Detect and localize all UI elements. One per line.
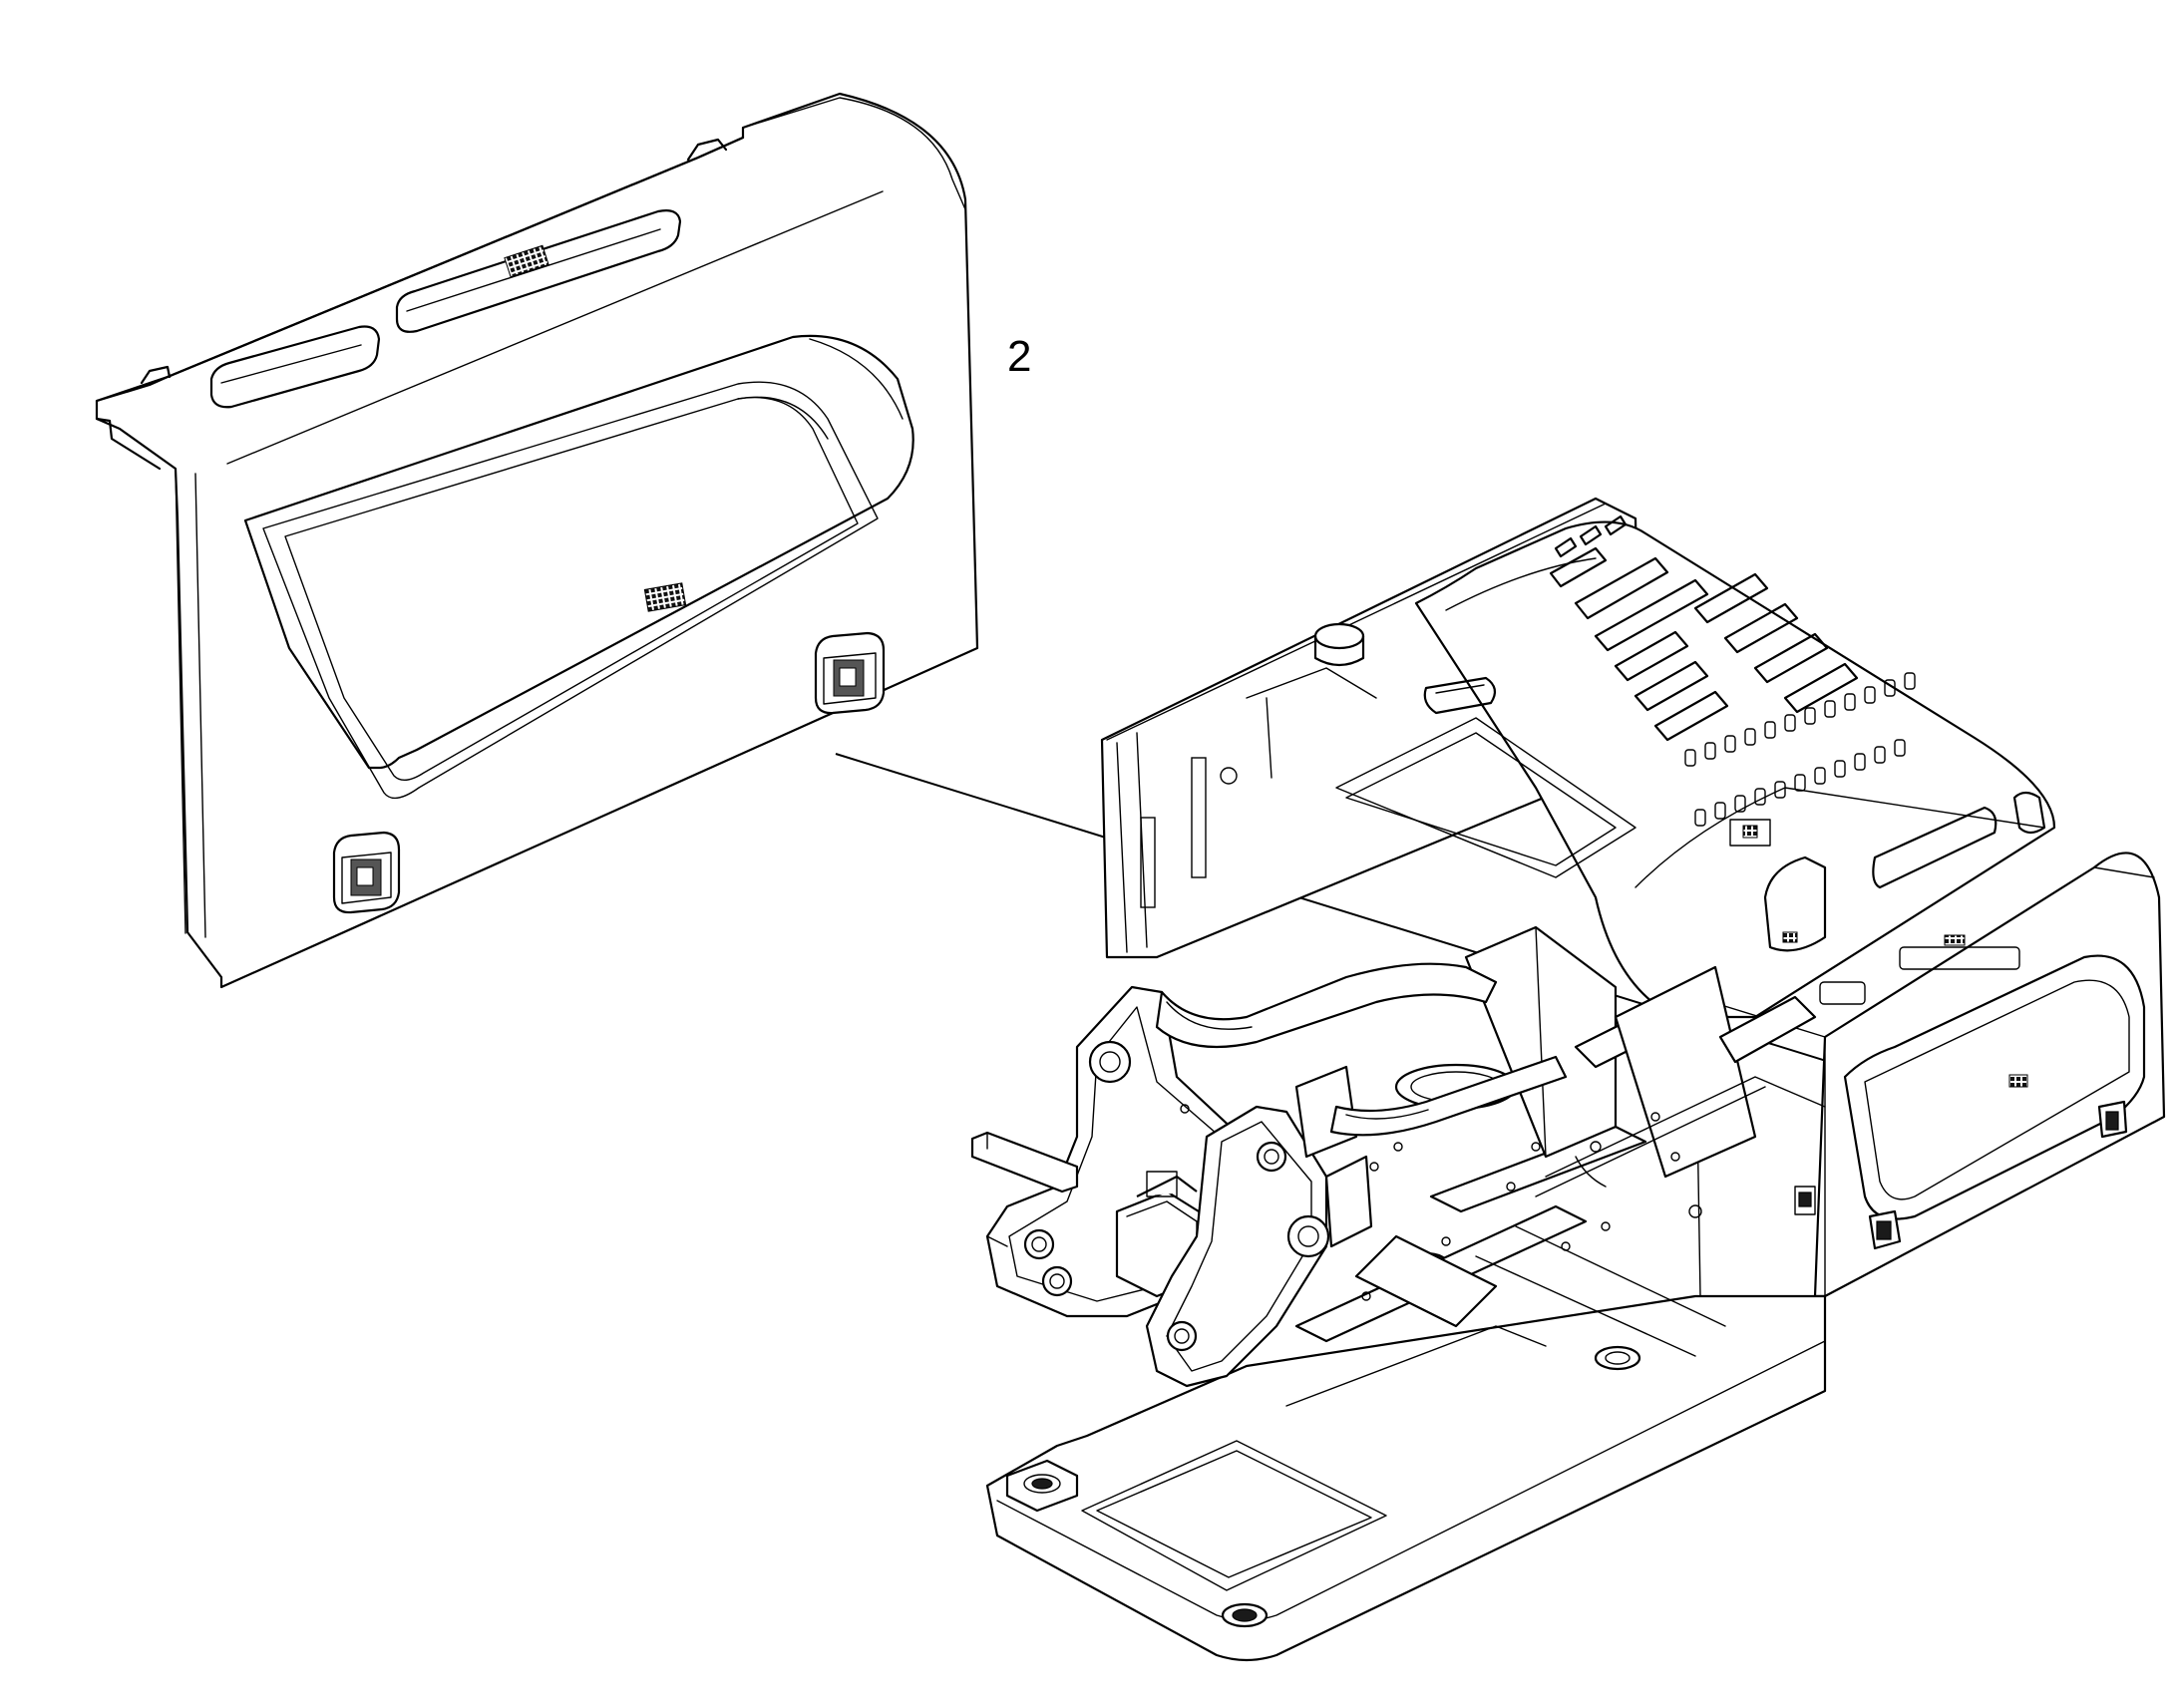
panel-latch-lower bbox=[332, 831, 401, 914]
boom-mount-brackets bbox=[970, 962, 1680, 1388]
machine-lower-chassis bbox=[985, 925, 1827, 1662]
side-door-panel bbox=[95, 92, 979, 989]
machine-side-body bbox=[1694, 852, 2166, 1298]
hood-louvres bbox=[1684, 672, 1916, 827]
hood-vents bbox=[1549, 514, 1859, 742]
panel-latch-upper bbox=[814, 631, 886, 715]
machine-upper-frame bbox=[1100, 497, 2056, 1019]
callout-label: 2 bbox=[1007, 332, 1031, 381]
